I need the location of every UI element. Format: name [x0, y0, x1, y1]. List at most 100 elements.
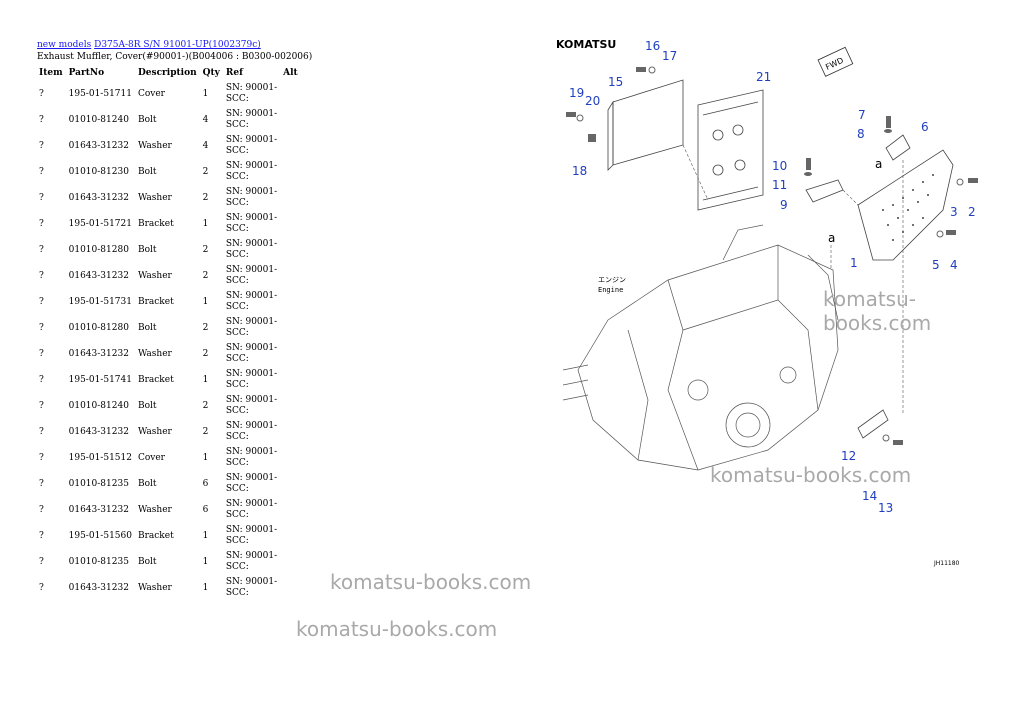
ref-cell: SN: 90001-SCC: [223, 367, 280, 393]
callout-18: 18 [572, 164, 587, 178]
engine-illustration [562, 224, 839, 471]
callout-8: 8 [857, 127, 865, 141]
ref-cell: SN: 90001-SCC: [223, 289, 280, 315]
ref-cell: SN: 90001-SCC: [223, 107, 280, 133]
column-header: Ref [225, 68, 243, 78]
callout-16: 16 [645, 39, 660, 53]
ref-cell: SN: 90001-SCC: [223, 341, 280, 367]
column-header: Description [137, 68, 197, 78]
ref-cell: SN: 90001-SCC: [223, 81, 280, 107]
alt-cell [280, 419, 301, 445]
callout-20: 20 [585, 94, 600, 108]
ref-scc: SCC: [225, 328, 249, 338]
breadcrumb-home-link[interactable]: new models [37, 40, 92, 50]
ref-serial: SN: 90001- [225, 109, 278, 119]
alt-cell [280, 315, 301, 341]
watermark: komatsu-books.com [296, 617, 498, 641]
description-cell: Bolt [137, 401, 157, 411]
ref-serial: SN: 90001- [225, 577, 278, 587]
partno-cell: 01643-31232 [68, 271, 129, 281]
description-cell: Washer [137, 193, 172, 203]
ref-cell: SN: 90001-SCC: [223, 549, 280, 575]
alt-cell [280, 107, 301, 133]
callout-9: 9 [780, 198, 788, 212]
cover-15-part [607, 79, 684, 171]
callout-7: 7 [858, 108, 866, 122]
ref-scc: SCC: [225, 588, 249, 598]
ref-scc: SCC: [225, 484, 249, 494]
qty-cell: 1 [202, 297, 209, 307]
ref-serial: SN: 90001- [225, 421, 278, 431]
ref-serial: SN: 90001- [225, 83, 278, 93]
cover-1-part [857, 149, 954, 261]
ref-scc: SCC: [225, 94, 249, 104]
ref-serial: SN: 90001- [225, 239, 278, 249]
ref-cell: SN: 90001-SCC: [223, 263, 280, 289]
partno-cell: 01010-81235 [68, 557, 129, 567]
callout-3: 3 [950, 205, 958, 219]
partno-cell: 01010-81280 [68, 245, 129, 255]
alt-cell [280, 185, 301, 211]
ref-scc: SCC: [225, 406, 249, 416]
description-cell: Washer [137, 583, 172, 593]
ref-scc: SCC: [225, 354, 249, 364]
ref-scc: SCC: [225, 302, 249, 312]
leader-lines [682, 144, 904, 415]
description-cell: Bolt [137, 557, 157, 567]
qty-cell: 1 [202, 583, 209, 593]
breadcrumb: new models D375A-8R S/N 91001-UP(1002379… [37, 40, 261, 50]
alt-cell [280, 237, 301, 263]
description-cell: Bracket [137, 531, 174, 541]
description-cell: Washer [137, 349, 172, 359]
partno-cell: 01010-81280 [68, 323, 129, 333]
partno-cell: 195-01-51711 [68, 89, 132, 99]
callout-2: 2 [968, 205, 976, 219]
partno-cell: 01010-81235 [68, 479, 129, 489]
item-cell: ? [39, 401, 44, 411]
ref-serial: SN: 90001- [225, 447, 278, 457]
alt-cell [280, 341, 301, 367]
description-cell: Washer [137, 505, 172, 515]
callout-15: 15 [608, 75, 623, 89]
description-cell: Bracket [137, 219, 174, 229]
qty-cell: 2 [202, 401, 209, 411]
drawing-code: JH11180 [933, 560, 960, 567]
item-cell: ? [39, 375, 44, 385]
alt-cell [280, 497, 301, 523]
callout-12: 12 [841, 449, 856, 463]
qty-cell: 2 [202, 193, 209, 203]
description-cell: Cover [137, 89, 165, 99]
column-header: Alt [283, 68, 298, 78]
ref-cell: SN: 90001-SCC: [223, 419, 280, 445]
ref-serial: SN: 90001- [225, 369, 278, 379]
ref-cell: SN: 90001-SCC: [223, 133, 280, 159]
item-cell: ? [39, 89, 44, 99]
ref-serial: SN: 90001- [225, 473, 278, 483]
ref-cell: SN: 90001-SCC: [223, 523, 280, 549]
callout-21: 21 [756, 70, 771, 84]
item-cell: ? [39, 297, 44, 307]
ref-serial: SN: 90001- [225, 187, 278, 197]
breadcrumb-model-link[interactable]: D375A-8R S/N 91001-UP(1002379c) [94, 40, 261, 50]
ref-scc: SCC: [225, 172, 249, 182]
alt-cell [280, 211, 301, 237]
ref-cell: SN: 90001-SCC: [223, 575, 280, 601]
callout-a-upper: a [875, 157, 882, 171]
ref-cell: SN: 90001-SCC: [223, 237, 280, 263]
item-cell: ? [39, 193, 44, 203]
ref-cell: SN: 90001-SCC: [223, 497, 280, 523]
alt-cell [280, 367, 301, 393]
item-cell: ? [39, 453, 44, 463]
alt-cell [280, 445, 301, 471]
column-header: PartNo [68, 68, 105, 78]
callout-6: 6 [921, 120, 929, 134]
alt-cell [280, 549, 301, 575]
item-cell: ? [39, 349, 44, 359]
